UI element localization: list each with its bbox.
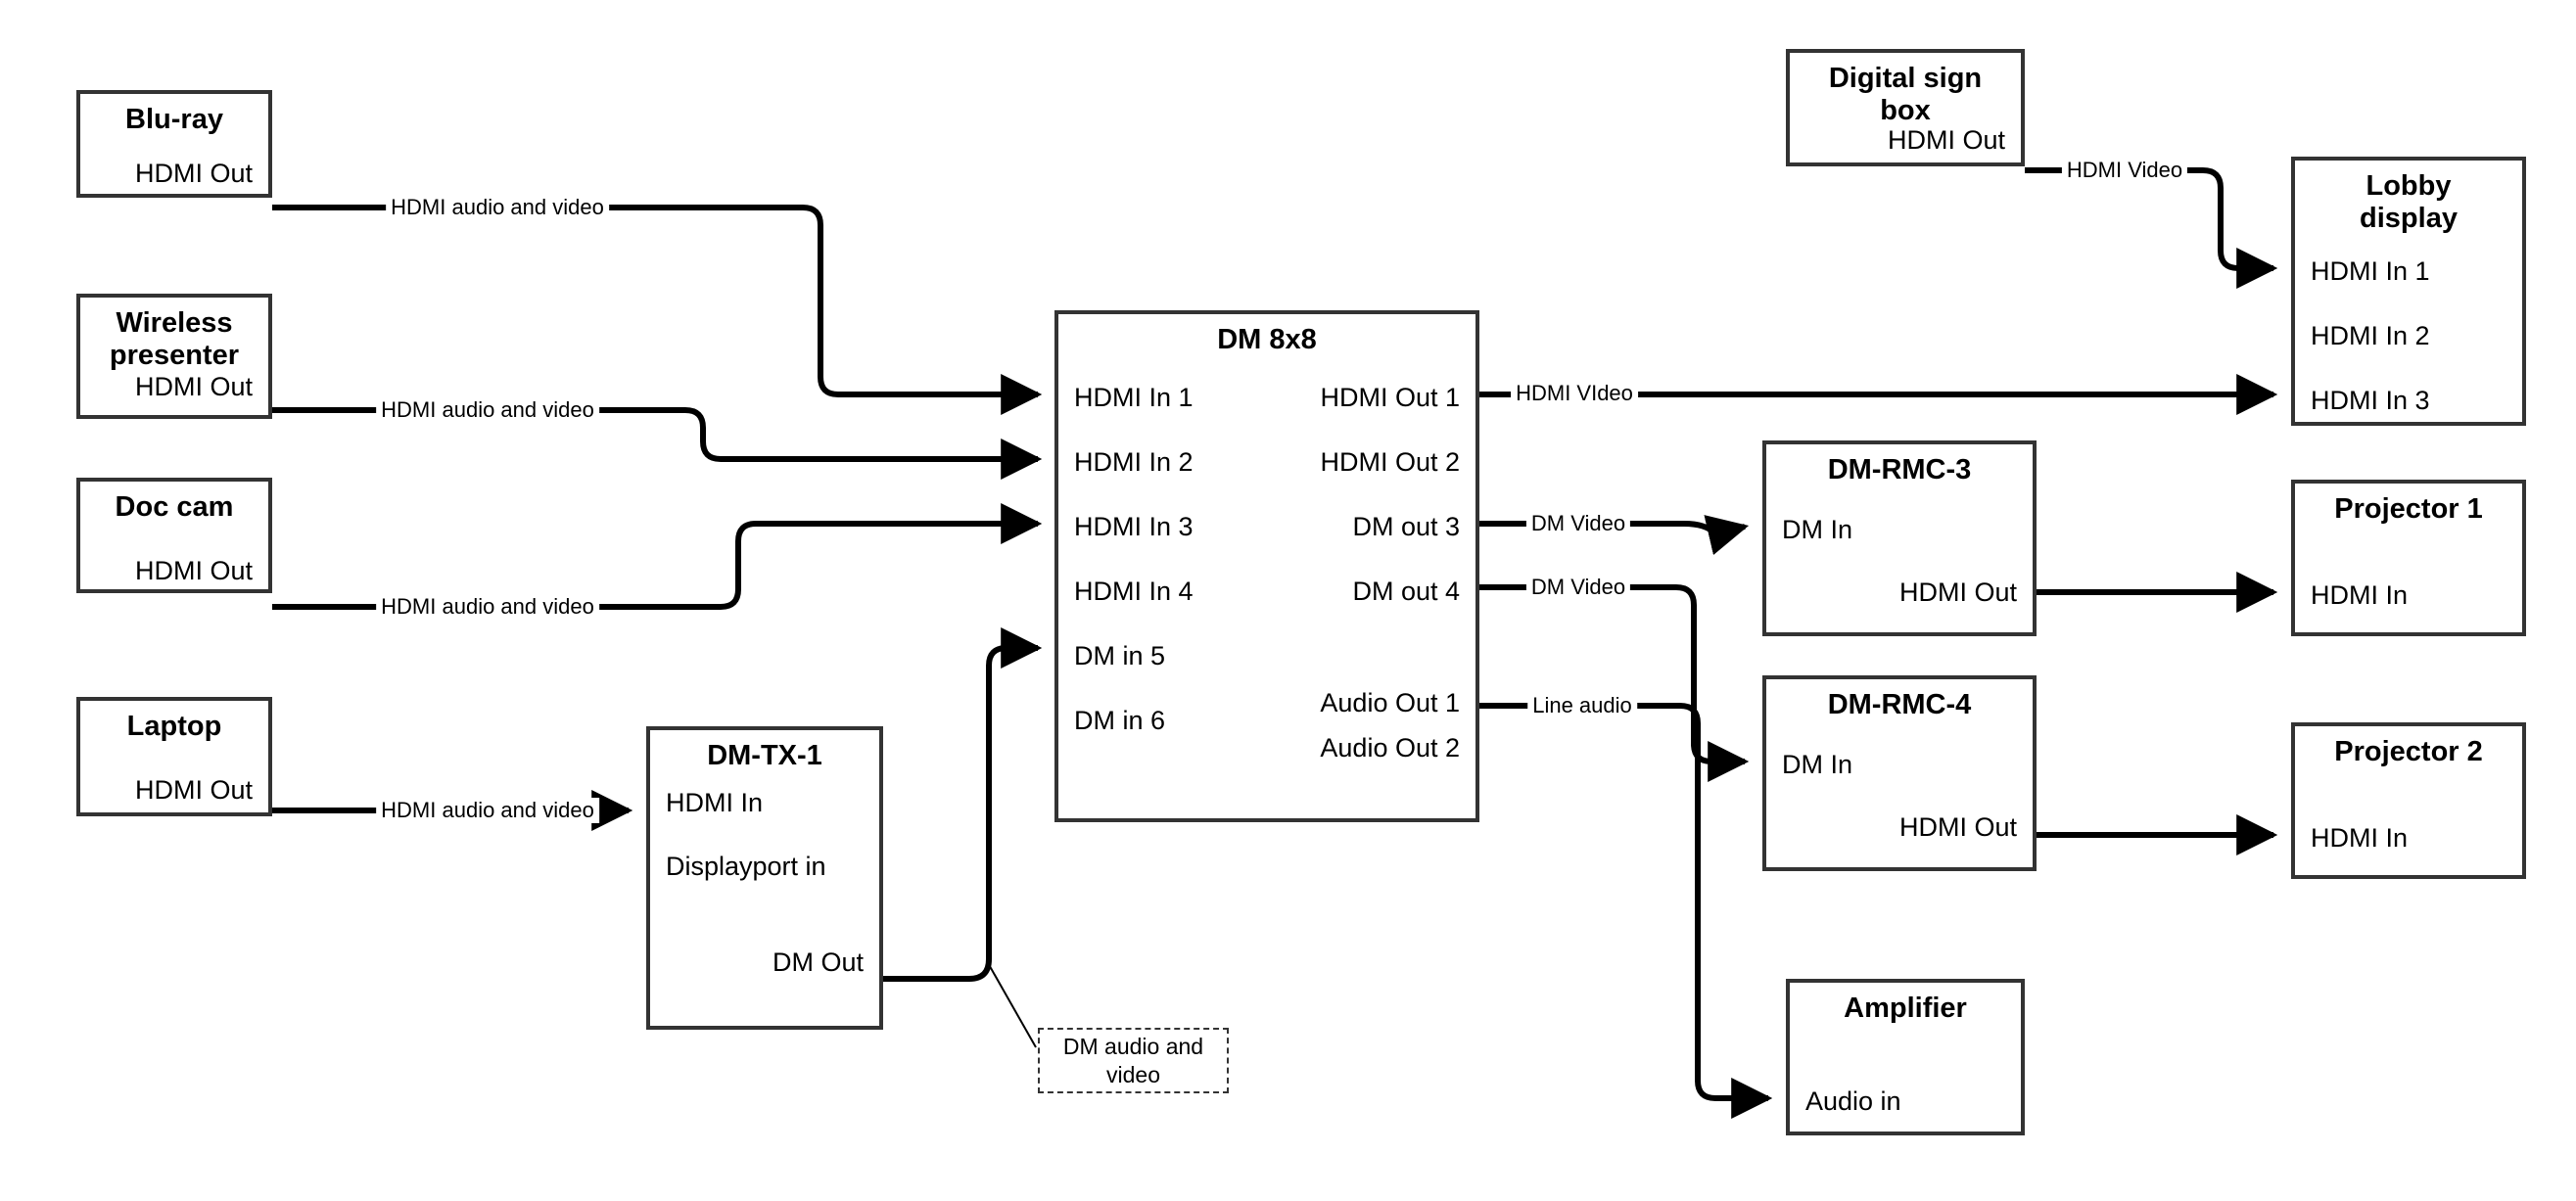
port-lobby-hdmi-in-3[interactable]: HDMI In 3 xyxy=(2311,386,2430,415)
device-box-dmrmc4[interactable]: DM-RMC-4 DM In HDMI Out xyxy=(1762,675,2037,871)
edge-label-out3-to-rmc3: DM Video xyxy=(1525,511,1631,536)
device-title-lobby: Lobby display xyxy=(2360,170,2458,235)
device-title-projector1: Projector 1 xyxy=(2334,493,2483,525)
device-title-projector2: Projector 2 xyxy=(2334,736,2483,767)
port-dm8x8-hdmi-in-4[interactable]: HDMI In 4 xyxy=(1074,577,1194,606)
edge-label-wireless-to-in2: HDMI audio and video xyxy=(376,397,599,423)
edge-label-bluray-to-in1: HDMI audio and video xyxy=(386,195,609,220)
device-title-laptop: Laptop xyxy=(126,711,222,742)
device-title-amplifier: Amplifier xyxy=(1844,993,1967,1024)
port-dm8x8-audio-out-1[interactable]: Audio Out 1 xyxy=(1320,688,1460,717)
device-title-doccam: Doc cam xyxy=(115,491,234,523)
callout-note-dm-av-note: DM audio and video xyxy=(1038,1028,1229,1093)
wire-dm8x8-out4-to-dmrmc4 xyxy=(1479,584,1750,782)
port-bluray-hdmi-out[interactable]: HDMI Out xyxy=(134,159,253,188)
port-digitalsign-hdmi-out[interactable]: HDMI Out xyxy=(1887,125,2005,155)
edge-label-laptop-to-tx: HDMI audio and video xyxy=(376,798,599,823)
device-box-dmrmc3[interactable]: DM-RMC-3 DM In HDMI Out xyxy=(1762,440,2037,636)
wire-dmtx1-to-dm8x8-in5 xyxy=(883,627,1043,982)
edge-label-audio1-to-amp: Line audio xyxy=(1527,693,1637,718)
edge-label-out1-to-lobby: HDMI VIdeo xyxy=(1511,381,1638,406)
port-wireless-hdmi-out[interactable]: HDMI Out xyxy=(134,372,253,401)
edge-label-out4-to-rmc4: DM Video xyxy=(1525,575,1631,600)
port-dm8x8-dm-out-3[interactable]: DM out 3 xyxy=(1352,512,1460,541)
port-dmrmc4-dm-in[interactable]: DM In xyxy=(1782,750,1853,779)
device-title-dm8x8: DM 8x8 xyxy=(1217,324,1317,355)
device-title-wireless: Wireless presenter xyxy=(109,307,240,372)
port-projector1-hdmi-in[interactable]: HDMI In xyxy=(2311,580,2409,610)
port-dm8x8-audio-out-2[interactable]: Audio Out 2 xyxy=(1320,733,1460,762)
port-dmtx1-dm-out[interactable]: DM Out xyxy=(772,947,864,977)
device-box-projector2[interactable]: Projector 2 HDMI In xyxy=(2291,722,2526,879)
port-dmrmc3-dm-in[interactable]: DM In xyxy=(1782,515,1853,544)
port-dm8x8-hdmi-in-3[interactable]: HDMI In 3 xyxy=(1074,512,1194,541)
device-title-bluray: Blu-ray xyxy=(125,104,223,135)
leader-dm-av-note xyxy=(986,960,1037,1048)
port-dm8x8-hdmi-in-2[interactable]: HDMI In 2 xyxy=(1074,447,1194,477)
port-laptop-hdmi-out[interactable]: HDMI Out xyxy=(134,775,253,805)
device-title-dmrmc4: DM-RMC-4 xyxy=(1827,689,1972,720)
port-dm8x8-dm-in-6[interactable]: DM in 6 xyxy=(1074,706,1166,735)
port-lobby-hdmi-in-1[interactable]: HDMI In 1 xyxy=(2311,256,2430,286)
port-dm8x8-hdmi-in-1[interactable]: HDMI In 1 xyxy=(1074,383,1194,412)
edge-label-doccam-to-in3: HDMI audio and video xyxy=(376,594,599,620)
port-dm8x8-hdmi-out-1[interactable]: HDMI Out 1 xyxy=(1320,383,1460,412)
edge-label-sign-to-lobby: HDMI Video xyxy=(2061,158,2188,183)
device-title-dmtx1: DM-TX-1 xyxy=(707,740,822,771)
port-projector2-hdmi-in[interactable]: HDMI In xyxy=(2311,823,2409,853)
port-dm8x8-dm-in-5[interactable]: DM in 5 xyxy=(1074,641,1166,670)
wire-dm8x8-audio1-to-amplifier xyxy=(1479,703,1773,1119)
device-box-projector1[interactable]: Projector 1 HDMI In xyxy=(2291,480,2526,636)
port-lobby-hdmi-in-2[interactable]: HDMI In 2 xyxy=(2311,321,2430,350)
wire-digitalsign-to-lobby-in1 xyxy=(2025,167,2278,289)
port-dm8x8-dm-out-4[interactable]: DM out 4 xyxy=(1352,577,1460,606)
wire-bluray-to-dm8x8-in1 xyxy=(272,205,1043,415)
device-title-digitalsign: Digital sign box xyxy=(1828,63,1983,127)
port-amplifier-audio-in[interactable]: Audio in xyxy=(1805,1086,1901,1116)
port-doccam-hdmi-out[interactable]: HDMI Out xyxy=(134,556,253,585)
port-dm8x8-hdmi-out-2[interactable]: HDMI Out 2 xyxy=(1320,447,1460,477)
port-dmrmc3-hdmi-out[interactable]: HDMI Out xyxy=(1898,577,2017,607)
port-dmtx1-displayport-in[interactable]: Displayport in xyxy=(666,852,826,881)
port-dmtx1-hdmi-in[interactable]: HDMI In xyxy=(666,788,764,817)
port-dmrmc4-hdmi-out[interactable]: HDMI Out xyxy=(1898,812,2017,842)
device-title-dmrmc3: DM-RMC-3 xyxy=(1827,454,1972,485)
